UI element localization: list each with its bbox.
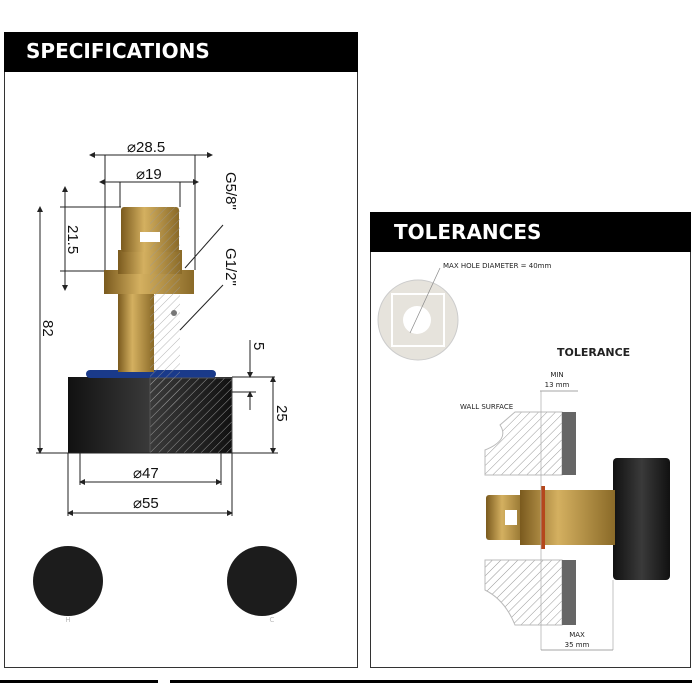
specifications-header: SPECIFICATIONS bbox=[4, 32, 358, 72]
knob-cold: C bbox=[227, 546, 297, 624]
max-value: 35 mm bbox=[565, 641, 590, 649]
dim-total-length: 82 bbox=[39, 320, 56, 337]
dim-top-length: 21.5 bbox=[64, 225, 81, 254]
min-label: MIN bbox=[550, 371, 563, 379]
max-hole-label: MAX HOLE DIAMETER = 40mm bbox=[443, 262, 551, 270]
wall-install-diagram bbox=[484, 391, 670, 651]
dim-outer-thread: ⌀28.5 bbox=[127, 139, 165, 156]
max-label: MAX bbox=[569, 631, 585, 639]
wall-surface-label: WALL SURFACE bbox=[460, 403, 513, 411]
footer-rule-right bbox=[170, 680, 692, 683]
hole-diagram bbox=[377, 267, 459, 361]
dim-inner: ⌀19 bbox=[136, 166, 162, 183]
dim-thread-top: G5/8" bbox=[222, 172, 239, 210]
specifications-title: SPECIFICATIONS bbox=[26, 39, 210, 63]
dim-lip: 5 bbox=[250, 342, 267, 350]
dim-body-inner: ⌀47 bbox=[133, 465, 159, 482]
min-value: 13 mm bbox=[545, 381, 570, 389]
dimension-lines bbox=[36, 152, 278, 516]
footer-rule-left bbox=[0, 680, 158, 683]
dim-body-height: 25 bbox=[273, 405, 290, 422]
dim-body-outer: ⌀55 bbox=[133, 495, 159, 512]
knob-hot: H bbox=[33, 546, 103, 624]
valve-cross-section bbox=[68, 207, 233, 454]
knob-hot-label: H bbox=[65, 616, 70, 624]
tolerance-subtitle: TOLERANCE bbox=[557, 346, 630, 359]
knob-cold-label: C bbox=[270, 616, 275, 624]
tolerances-header: TOLERANCES bbox=[370, 212, 691, 252]
dim-thread-bottom: G1/2" bbox=[222, 248, 239, 286]
tolerances-title: TOLERANCES bbox=[394, 220, 542, 244]
